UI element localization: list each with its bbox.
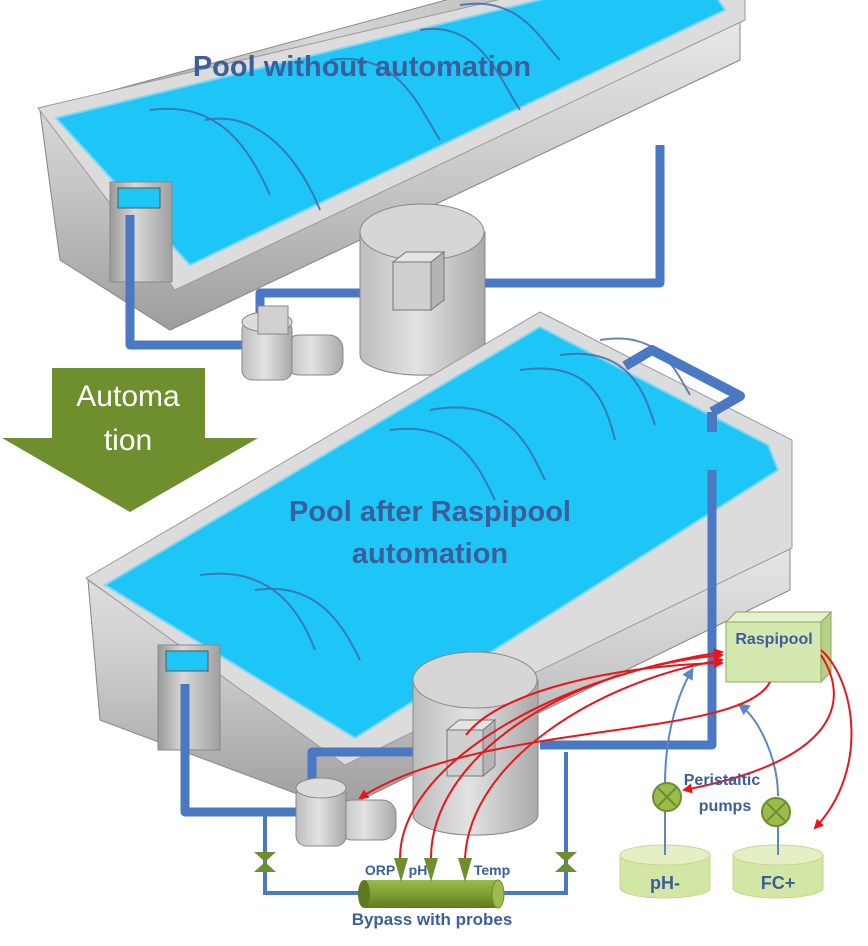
tank-ph-label: pH- [650,873,680,893]
probe-ph-icon [424,858,438,882]
dosing-lines [664,667,779,855]
automation-label-2: tion [104,424,152,457]
raspipool-controller [724,610,833,684]
pool-bottom [85,311,793,811]
automation-arrow: Automa tion [2,368,258,512]
tank-ph-minus [619,844,711,899]
pump-bottom [295,777,397,847]
probe-temp-label: Temp [474,862,510,878]
automation-label-1: Automa [76,380,180,413]
pool-bottom-title-2: automation [352,538,508,570]
peristaltic-pump-1-icon [652,782,682,812]
pool-top-title: Pool without automation [193,51,531,83]
probe-orp-icon [394,858,408,882]
probe-ph-label: pH [409,862,428,878]
raspipool-label: Raspipool [735,631,812,648]
signal-lines [358,648,853,859]
return-pipe-bracket [622,345,745,417]
pump-top [241,305,344,381]
peristaltic-pump-2-icon [761,797,791,827]
pool-top [37,0,746,331]
filter-bottom [412,651,539,836]
pool-bottom-title-1: Pool after Raspipool [289,496,571,528]
bypass-pipes [263,752,568,895]
probe-temp-icon [458,858,472,882]
valve-right-icon [555,852,577,872]
filter-top [359,203,486,376]
bypass-label: Bypass with probes [352,910,513,929]
bypass-probe-pipe [358,879,505,909]
tank-fc-label: FC+ [761,873,796,893]
valve-left-icon [254,852,276,872]
peristaltic-label-2: pumps [699,798,752,815]
probe-orp-label: ORP [365,862,395,878]
peristaltic-label-1: Peristaltic [684,772,761,789]
